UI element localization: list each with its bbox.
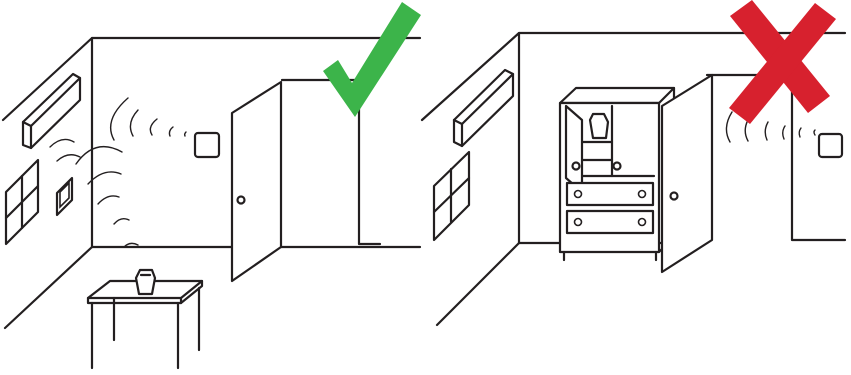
wardrobe-right <box>560 88 674 260</box>
checkmark-icon <box>323 2 421 117</box>
window-left <box>6 160 38 244</box>
cross-icon <box>729 0 836 124</box>
window-right <box>434 152 469 240</box>
signal-waves-right <box>726 112 815 142</box>
thermostat-backwall-left <box>195 133 219 157</box>
router-device-left <box>136 270 155 294</box>
thermostat-sidewall-left <box>57 178 72 215</box>
air-conditioner-left <box>23 74 80 148</box>
thermostat-backwall-right <box>819 134 842 157</box>
door-left <box>232 82 281 281</box>
air-conditioner-right <box>454 70 513 146</box>
door-right <box>662 75 712 272</box>
signal-waves-left <box>50 98 186 247</box>
